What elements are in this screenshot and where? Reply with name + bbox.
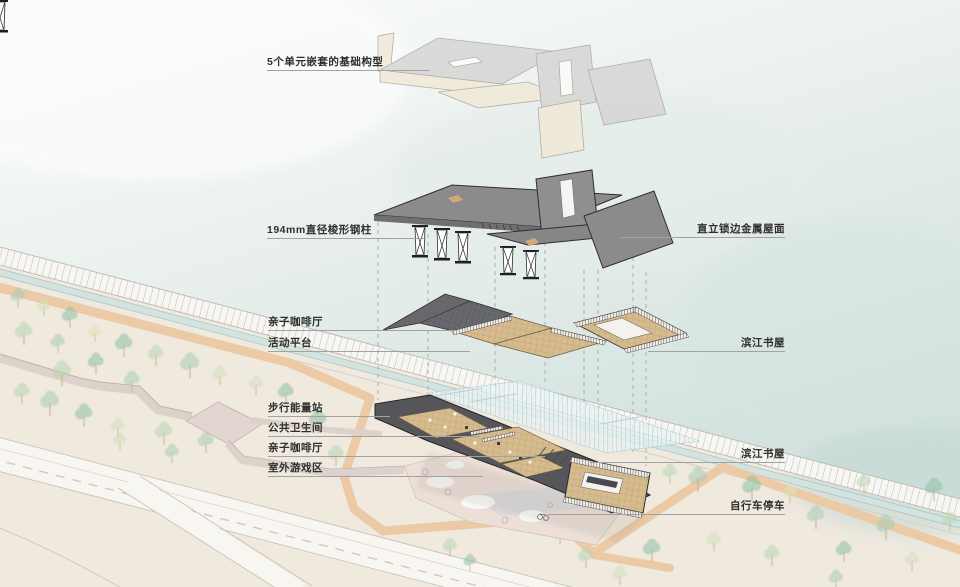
label-outdoor-play-area: 室外游戏区 bbox=[268, 462, 483, 477]
concept-massing-layer bbox=[377, 32, 667, 159]
city-road bbox=[0, 437, 574, 587]
bookhouse-platform bbox=[572, 306, 690, 354]
label-book-house-lower: 滨江书屋 bbox=[590, 448, 785, 463]
label-bicycle-parking: 自行车停车 bbox=[548, 500, 785, 515]
platform-structure-layer bbox=[382, 293, 690, 359]
roof-eave bbox=[374, 215, 544, 233]
label-steel-column: 194mm直径梭形钢柱 bbox=[267, 224, 426, 239]
label-book-house-upper: 滨江书屋 bbox=[648, 337, 785, 352]
shoreline-boardwalk bbox=[0, 246, 960, 518]
bicycle-parking-spot bbox=[537, 513, 549, 521]
pedestrian-walkway bbox=[0, 353, 405, 477]
label-walking-energy-station: 步行能量站 bbox=[268, 402, 390, 417]
label-family-cafe-upper: 亲子咖啡厅 bbox=[268, 316, 455, 331]
spindle-columns bbox=[0, 0, 540, 280]
label-concept: 5个单元嵌套的基础构型 bbox=[267, 56, 430, 71]
glass-curtain-wall bbox=[425, 380, 701, 454]
ground-floor-interior bbox=[397, 407, 599, 478]
building-shadow bbox=[416, 452, 648, 542]
steel-roof-layer bbox=[0, 0, 674, 280]
label-public-toilet: 公共卫生间 bbox=[268, 422, 480, 437]
label-family-cafe-lower: 亲子咖啡厅 bbox=[268, 442, 545, 457]
river-water bbox=[0, 0, 960, 535]
label-activity-platform: 活动平台 bbox=[268, 337, 470, 352]
roof-plane-right bbox=[583, 190, 674, 269]
label-metal-roof: 直立锁边金属屋面 bbox=[620, 223, 785, 238]
